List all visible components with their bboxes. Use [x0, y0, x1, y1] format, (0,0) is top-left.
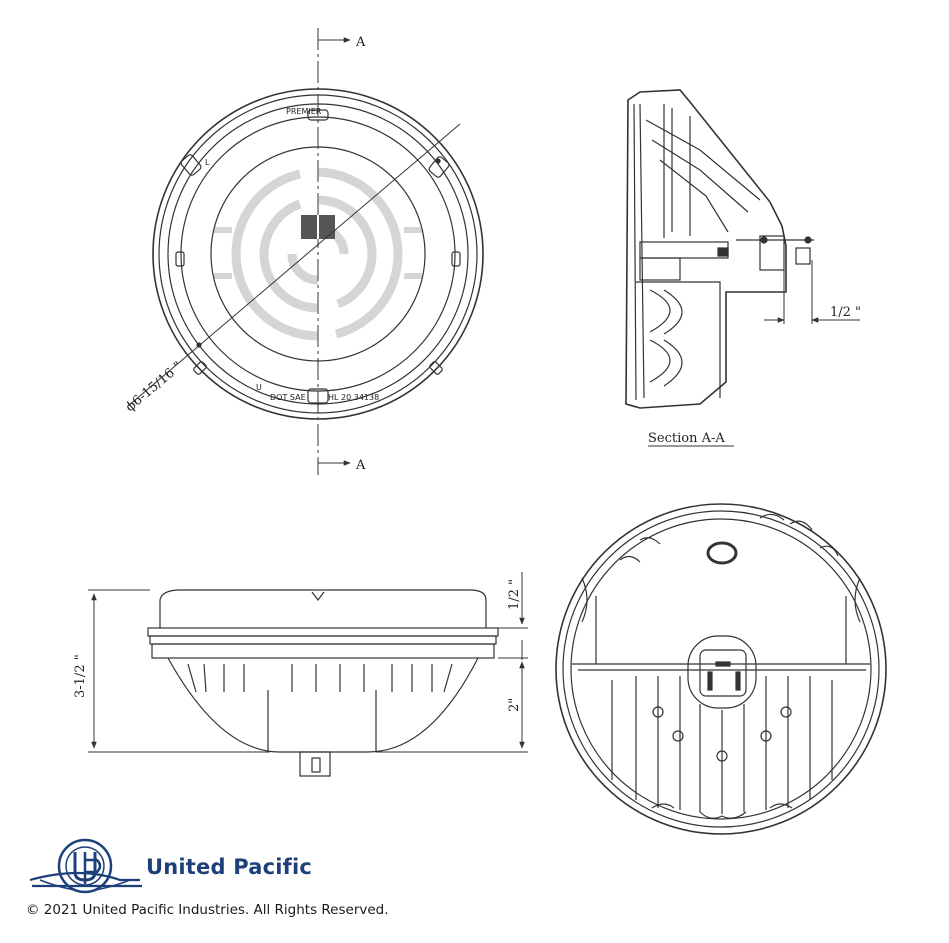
rim-marking-u: U [256, 383, 262, 392]
section-label-bottom: A [355, 458, 366, 473]
front-view [127, 28, 484, 475]
section-caption: Section A-A [648, 431, 725, 446]
diameter-label: ϕ6-15/16 " [123, 359, 186, 415]
section-label-top: A [355, 35, 366, 50]
section-view [625, 89, 860, 447]
brand-name: United Pacific [146, 855, 313, 879]
rim-marking-dot: DOT SAE [270, 393, 306, 402]
rear-view [555, 503, 887, 835]
section-dim-depth: 1/2 " [830, 305, 861, 320]
side-dim-bottom: 2" [507, 698, 522, 712]
copyright-text: © 2021 United Pacific Industries. All Ri… [26, 902, 389, 918]
side-dim-total-height: 3-1/2 " [73, 654, 88, 698]
side-view [88, 572, 528, 777]
rim-marking-l: L [205, 158, 210, 167]
united-pacific-logo-icon [29, 838, 142, 894]
side-dim-top: 1/2 " [507, 579, 522, 610]
premier-mark: PREMIER [286, 107, 322, 116]
rim-marking-code: HL 20 34138 [328, 393, 379, 402]
